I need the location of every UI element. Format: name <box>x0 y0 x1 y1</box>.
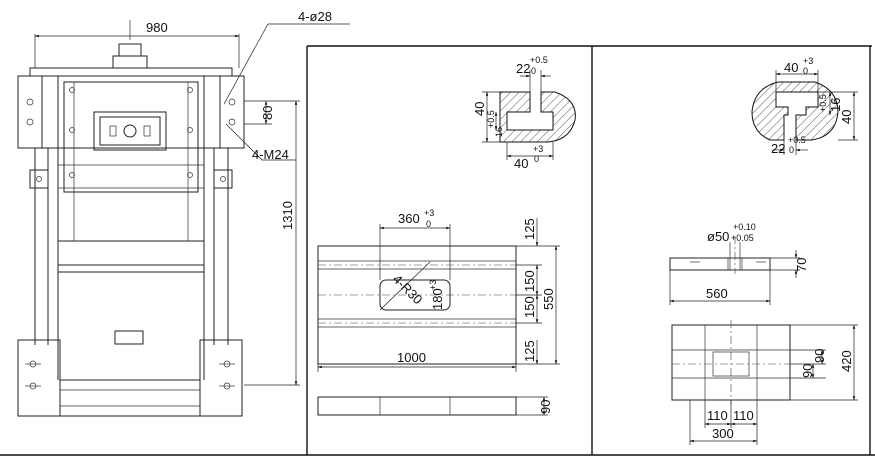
bolster-length: 1000 <box>397 350 426 365</box>
frame-thread-note: 4-M24 <box>252 147 289 162</box>
slot-neck-tol-plus: +0.5 <box>486 110 496 128</box>
rslot-depth: 40 <box>839 110 854 124</box>
bolster-width: 550 <box>541 288 556 310</box>
slide-shank-tol-minus: +0.05 <box>731 233 754 243</box>
slide-views <box>669 70 858 445</box>
slot-bottom-tol-zero: 0 <box>534 154 539 164</box>
slot-bottom-width: 40 <box>514 156 528 171</box>
slot-top-width: 22 <box>516 61 530 76</box>
bolster-edge-bottom: 125 <box>522 340 537 362</box>
slot-bottom-tol-plus: +3 <box>533 144 543 154</box>
frame-offset-dim: 80 <box>260 106 275 120</box>
panel-borders <box>0 45 875 456</box>
frame-hole-note: 4-ø28 <box>298 9 332 24</box>
slot-top-tol-plus: +0.5 <box>530 55 548 65</box>
bolster-radius-note: 4-R30 <box>390 272 426 308</box>
rslot-top-tol-zero: 0 <box>803 66 808 76</box>
rslot-bottom-tol-plus: +0.5 <box>788 135 806 145</box>
bolster-opening-tol-plus: +3 <box>424 208 434 218</box>
bolster-slot-pitch-a: 150 <box>522 270 537 292</box>
slot-depth: 40 <box>472 102 487 116</box>
slide-slot-pitch: 90 <box>812 349 827 363</box>
rslot-top-tol-plus: +3 <box>803 56 813 66</box>
slide-shank-tol-plus: +0.10 <box>733 222 756 232</box>
slot-top-tol-zero: 0 <box>531 66 536 76</box>
frame-width-dim: 980 <box>146 20 168 35</box>
bolster-edge-top: 125 <box>522 218 537 240</box>
rslot-neck-tol: +0.5 <box>818 94 828 112</box>
slide-slot-pitch-b: 90 <box>800 364 815 378</box>
bolster-thickness: 90 <box>538 400 553 414</box>
rslot-bottom-width: 22 <box>771 141 785 156</box>
rslot-bottom-tol-zero: 0 <box>789 145 794 155</box>
slide-slot-offset-b: 110 <box>733 408 754 423</box>
rslot-top-width: 40 <box>784 60 798 75</box>
bolster-opening-depth-tol: +3 <box>428 280 438 290</box>
slide-length: 560 <box>706 286 728 301</box>
bolster-opening-width: 360 <box>398 211 420 226</box>
slide-depth: 420 <box>839 350 854 372</box>
frame-height-dim: 1310 <box>280 201 295 230</box>
slide-slot-span: 300 <box>712 426 734 441</box>
rslot-neck: 16 <box>828 98 843 112</box>
slide-slot-offset-a: 110 <box>707 408 728 423</box>
press-frame-view <box>17 20 350 417</box>
bolster-slot-pitch-b: 150 <box>522 296 537 318</box>
bolster-views <box>317 70 576 416</box>
bolster-opening-tol-zero: 0 <box>426 219 431 229</box>
bolster-opening-depth: 180 <box>430 288 445 310</box>
slide-height: 70 <box>794 258 809 272</box>
slide-shank-dia: ø50 <box>707 229 729 244</box>
slot-neck: 16 <box>494 127 504 137</box>
